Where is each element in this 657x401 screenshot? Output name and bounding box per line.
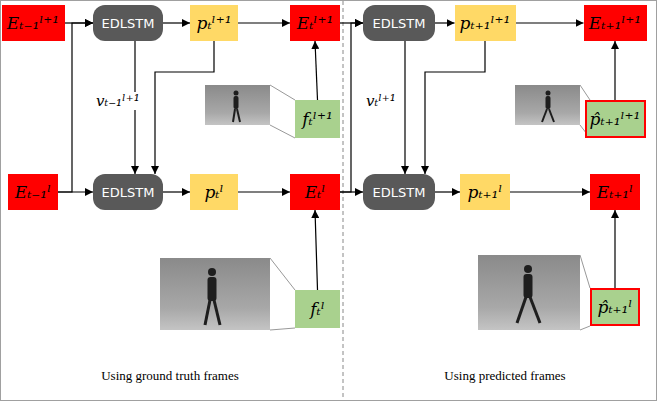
connector [315, 210, 318, 290]
prediction-box: pₜˡ [190, 174, 238, 210]
predicted-frame-box: p̂ₜ₊₁ˡ [590, 288, 640, 326]
node-label: fₜˡ [310, 299, 325, 319]
feature-box: Eₜ₋₁ˡ⁺¹ [2, 5, 65, 41]
node-label: EDLSTM [373, 185, 426, 200]
edge-label: vₜ₋₁ˡ⁺¹ [94, 92, 142, 110]
connector [238, 191, 290, 192]
node-label: Eₜ₋₁ˡ [15, 182, 52, 202]
feature-box: Eₜ₊₁ˡ [590, 174, 640, 210]
node-label: p̂ₜ₊₁ˡ⁺¹ [590, 109, 641, 129]
prediction-box: pₜˡ⁺¹ [190, 5, 238, 41]
feature-box: Eₜˡ [290, 174, 340, 210]
frame-photo [478, 255, 580, 330]
node-label: Eₜ₋₁ˡ⁺¹ [7, 13, 59, 33]
lstm-box: EDLSTM [363, 174, 435, 210]
connector [58, 23, 93, 192]
node-label: pₜ₊₁ˡ [468, 182, 503, 202]
leader-line [270, 85, 295, 100]
node-label: EDLSTM [373, 16, 426, 31]
caption: Using ground truth frames [10, 368, 330, 384]
connector [315, 41, 318, 100]
connector [163, 22, 190, 23]
leader-line [580, 326, 590, 330]
leader-line [580, 85, 590, 100]
divider [343, 1, 344, 400]
connector [238, 22, 290, 23]
node-label: fₜˡ⁺¹ [302, 109, 332, 129]
caption: Using predicted frames [345, 368, 657, 384]
prediction-box: pₜ₊₁ˡ⁺¹ [455, 5, 516, 41]
node-label: pₜˡ⁺¹ [197, 13, 232, 33]
frame-box: fₜˡ [295, 290, 340, 328]
connector [516, 22, 584, 23]
leader-line [270, 125, 295, 138]
node-label: pₜˡ [204, 182, 223, 202]
frame-photo [160, 258, 270, 330]
node-label: Eₜˡ [305, 182, 326, 202]
node-label: EDLSTM [102, 16, 155, 31]
node-label: EDLSTM [102, 185, 155, 200]
predicted-frame-box: p̂ₜ₊₁ˡ⁺¹ [585, 100, 646, 138]
leader-line [580, 255, 590, 288]
frame-photo [515, 85, 580, 125]
node-label: pₜ₊₁ˡ⁺¹ [460, 13, 511, 33]
prediction-box: pₜ₊₁ˡ [460, 174, 510, 210]
connector [425, 41, 485, 174]
node-label: Eₜ₊₁ˡ⁺¹ [589, 13, 641, 33]
connector [404, 41, 405, 174]
node-label: Eₜ₊₁ˡ [597, 182, 634, 202]
node-label: p̂ₜ₊₁ˡ [598, 297, 633, 317]
node-label: Eₜˡ⁺¹ [297, 13, 334, 33]
connector [155, 41, 214, 174]
lstm-box: EDLSTM [93, 174, 163, 210]
lstm-box: EDLSTM [363, 5, 435, 41]
edge-label: vₜˡ⁺¹ [364, 92, 398, 110]
connector [163, 191, 190, 192]
frame-photo [205, 85, 270, 125]
feature-box: Eₜˡ⁺¹ [290, 5, 340, 41]
feature-box: Eₜ₋₁ˡ [8, 174, 58, 210]
leader-line [270, 258, 295, 290]
connector [614, 210, 615, 288]
connector [340, 23, 363, 192]
frame-box: fₜˡ⁺¹ [295, 100, 340, 138]
connector [435, 22, 455, 23]
connector [510, 191, 590, 192]
lstm-box: EDLSTM [93, 5, 163, 41]
connector [435, 191, 460, 192]
feature-box: Eₜ₊₁ˡ⁺¹ [584, 5, 647, 41]
leader-line [270, 328, 295, 330]
connector [614, 41, 615, 100]
